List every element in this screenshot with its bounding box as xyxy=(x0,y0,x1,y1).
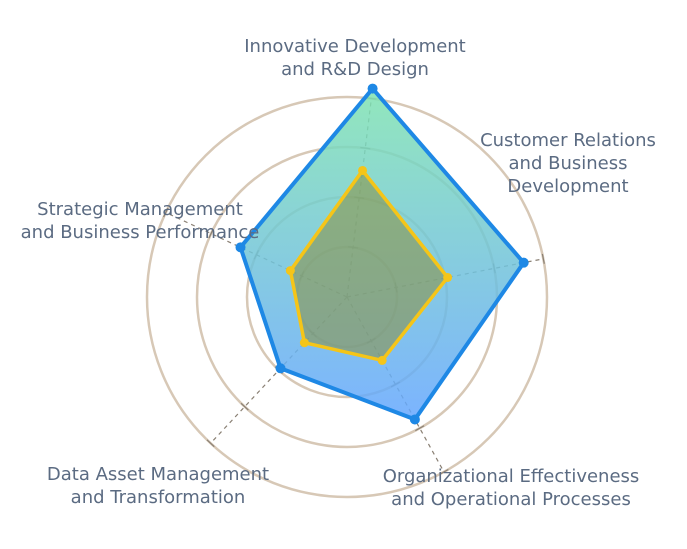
axis-tick-4-3 xyxy=(415,425,425,432)
axis-label-5-line-1: Strategic Management xyxy=(37,199,243,220)
axis-label-4-line-1: Data Asset Management xyxy=(47,464,269,485)
axis-tick-3-4 xyxy=(541,253,545,264)
axis-label-2-line-2: and Business xyxy=(509,153,628,174)
series-2-point-1 xyxy=(285,266,295,276)
axis-tick-5-4 xyxy=(206,439,215,448)
series-1-point-5 xyxy=(275,363,286,374)
axis-label-2-line-3: Development xyxy=(507,176,628,197)
series-1-point-4 xyxy=(409,414,420,425)
series-2-point-2 xyxy=(358,165,368,175)
series-1-point-3 xyxy=(518,257,529,268)
axis-label-5-line-2: and Business Performance xyxy=(21,222,260,243)
axis-label-1-line-2: and R&D Design xyxy=(281,59,429,80)
series-2-point-3 xyxy=(443,272,453,282)
axis-label-4-line-2: and Transformation xyxy=(71,487,246,508)
series-1-point-1 xyxy=(235,242,246,253)
grid-ring-4 xyxy=(145,95,549,499)
axis-tick-1-3 xyxy=(208,228,214,239)
series-1-point-2 xyxy=(367,83,378,94)
series-2-point-5 xyxy=(299,338,309,348)
axis-tick-4-4 xyxy=(439,468,449,475)
series-2-point-4 xyxy=(377,355,387,365)
radar-series xyxy=(235,83,529,425)
series-2-area xyxy=(288,167,450,363)
axis-label-1-line-1: Innovative Development xyxy=(244,36,466,57)
axis-tick-1-4 xyxy=(163,207,169,218)
axis-label-3-line-2: and Operational Processes xyxy=(391,489,631,510)
axis-label-3-line-1: Organizational Effectiveness xyxy=(383,466,640,487)
axis-tick-5-3 xyxy=(240,402,249,411)
axis-label-2-line-1: Customer Relations xyxy=(480,130,656,151)
